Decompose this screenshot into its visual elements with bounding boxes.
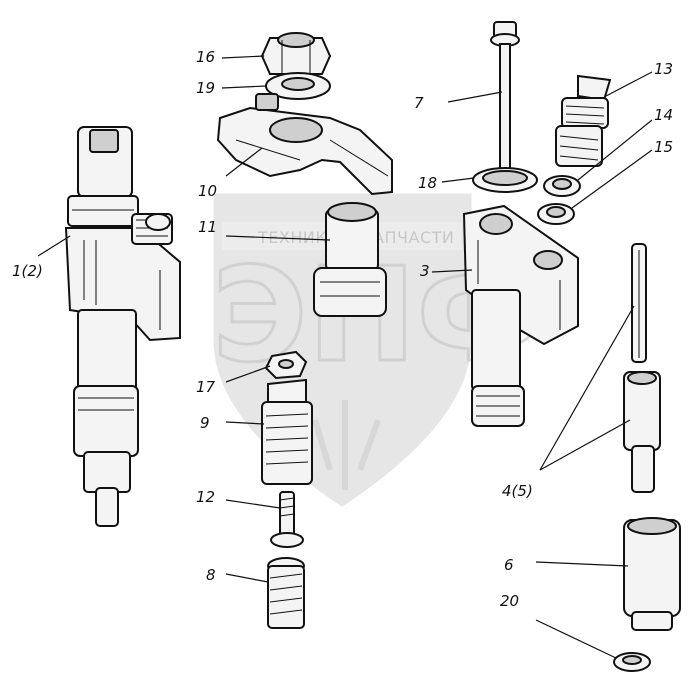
part-labels: 16 19 7 13 14 15 18 10 11 1(2) 3 17 9 12…: [12, 48, 673, 610]
label-14: 14: [654, 106, 673, 124]
injector-assembly-left: [64, 126, 181, 527]
screw-12: [270, 491, 304, 548]
label-6: 6: [504, 556, 514, 574]
label-12: 12: [196, 488, 215, 506]
sprayer-5: [623, 371, 661, 493]
label-18: 18: [418, 174, 437, 192]
label-20: 20: [500, 592, 519, 610]
fitting-13: [555, 74, 612, 167]
label-16: 16: [196, 48, 215, 66]
spring-8: [267, 557, 305, 629]
nut-16: [260, 32, 332, 75]
clamp-10: [216, 93, 393, 196]
label-19: 19: [196, 79, 215, 97]
washer-15: [537, 203, 575, 225]
label-7: 7: [414, 94, 424, 112]
label-1-2: 1(2): [12, 262, 43, 280]
nut-17: [264, 350, 308, 380]
label-9: 9: [200, 414, 210, 432]
screw-body-9: [261, 378, 313, 485]
washer-20: [613, 652, 651, 672]
washer-14: [543, 175, 581, 197]
ring-18: [472, 167, 538, 193]
label-17: 17: [196, 378, 216, 396]
sleeve-11: [313, 202, 387, 317]
label-13: 13: [654, 60, 673, 78]
leader-lines: [37, 55, 653, 659]
label-3: 3: [420, 262, 430, 280]
label-15: 15: [654, 138, 673, 156]
injector-body-3: [462, 204, 579, 427]
label-11: 11: [198, 218, 217, 236]
label-8: 8: [206, 566, 216, 584]
cap-nut-6: [623, 517, 681, 631]
rod-7: [490, 21, 520, 185]
label-10: 10: [198, 182, 217, 200]
needle-4: [631, 243, 647, 363]
label-4-5: 4(5): [502, 482, 533, 500]
